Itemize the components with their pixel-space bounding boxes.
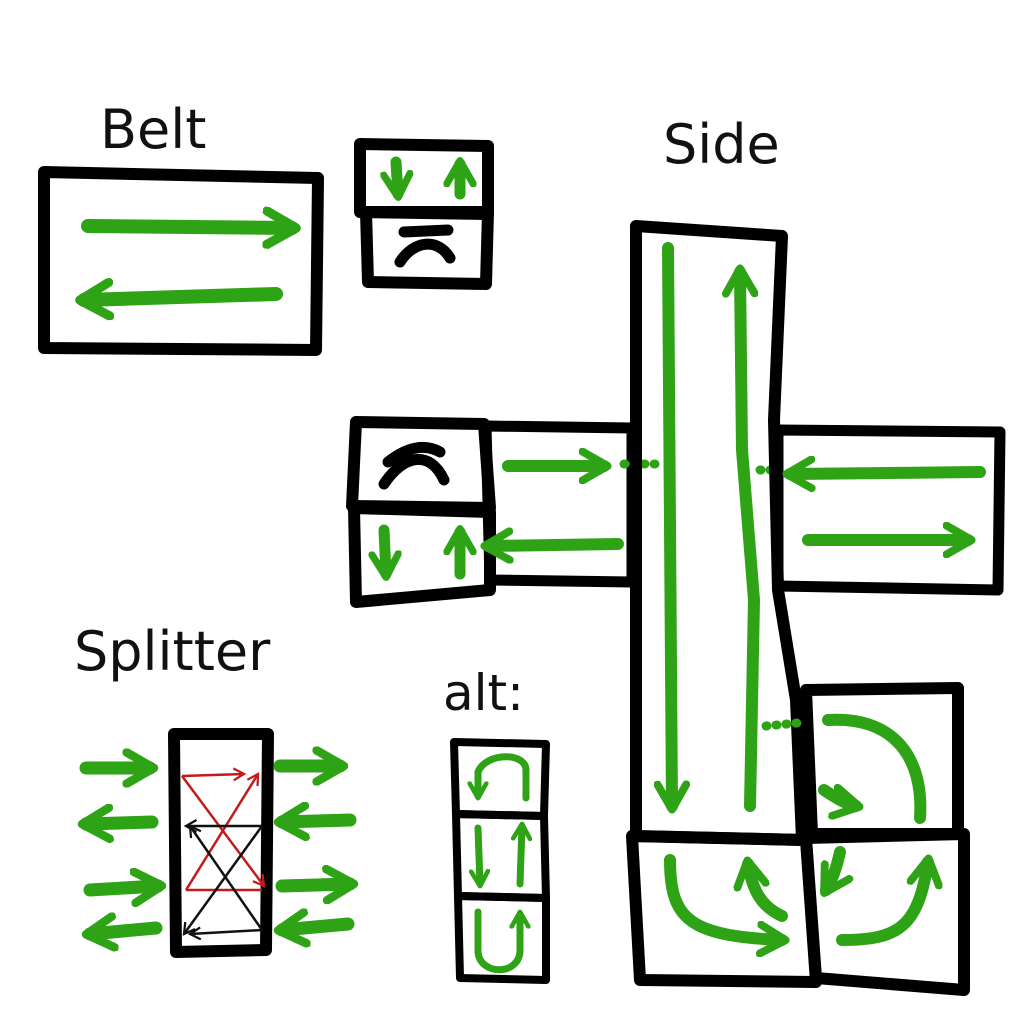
bottom-right-tile — [800, 828, 970, 996]
arrow-right-icon — [275, 884, 350, 886]
arrow-left-icon — [282, 820, 357, 822]
vertical-belt-box — [630, 220, 808, 846]
arrow-right-icon — [81, 226, 292, 228]
side-diagram — [346, 220, 1006, 996]
belt-diagram — [38, 166, 324, 356]
arrow-left-icon — [86, 822, 159, 824]
crossing-lines-icon — [180, 767, 266, 941]
left-end-tile-bottom — [348, 502, 496, 608]
u-turn-icon — [820, 846, 840, 890]
belt-box — [38, 166, 324, 356]
u-turn-icon — [664, 854, 782, 940]
alt-tile-top — [450, 738, 550, 820]
arrow-down-icon — [478, 824, 480, 884]
u-turn-icon — [478, 753, 530, 802]
arrow-down-icon — [396, 156, 398, 194]
arrow-left-icon — [84, 294, 283, 300]
splitter-box — [168, 728, 274, 958]
label-belt: Belt — [100, 98, 206, 161]
arrow-right-icon — [83, 886, 158, 890]
arrow-up-icon — [520, 826, 522, 888]
bottom-left-tile — [626, 830, 822, 988]
arrow-up-icon — [740, 272, 761, 812]
alt-tile-middle — [452, 810, 550, 902]
arrow-down-icon — [384, 524, 386, 574]
u-turn-icon — [474, 908, 520, 974]
u-turn-icon — [818, 790, 856, 806]
arrow-left-icon — [790, 472, 986, 474]
left-belt-box — [480, 420, 638, 588]
label-side: Side — [663, 113, 780, 176]
splitter-diagram — [83, 728, 357, 958]
arrow-left-icon — [90, 928, 163, 934]
label-alt: alt: — [443, 664, 524, 722]
belt-end-tile — [354, 138, 494, 290]
corner-tile — [800, 682, 964, 840]
bump-icon — [378, 441, 450, 490]
arrow-left-icon — [488, 544, 624, 546]
alt-tile-bottom — [454, 892, 550, 984]
u-turn-icon — [836, 862, 928, 946]
arrow-down-icon — [668, 242, 672, 806]
label-splitter: Splitter — [74, 620, 271, 683]
u-turn-icon — [822, 713, 927, 824]
alt-diagram — [450, 738, 550, 984]
right-belt-box — [772, 424, 1006, 596]
arrow-left-icon — [282, 924, 355, 930]
u-turn-icon — [748, 864, 788, 922]
bump-icon — [394, 224, 456, 268]
dotted-connector — [761, 717, 813, 731]
